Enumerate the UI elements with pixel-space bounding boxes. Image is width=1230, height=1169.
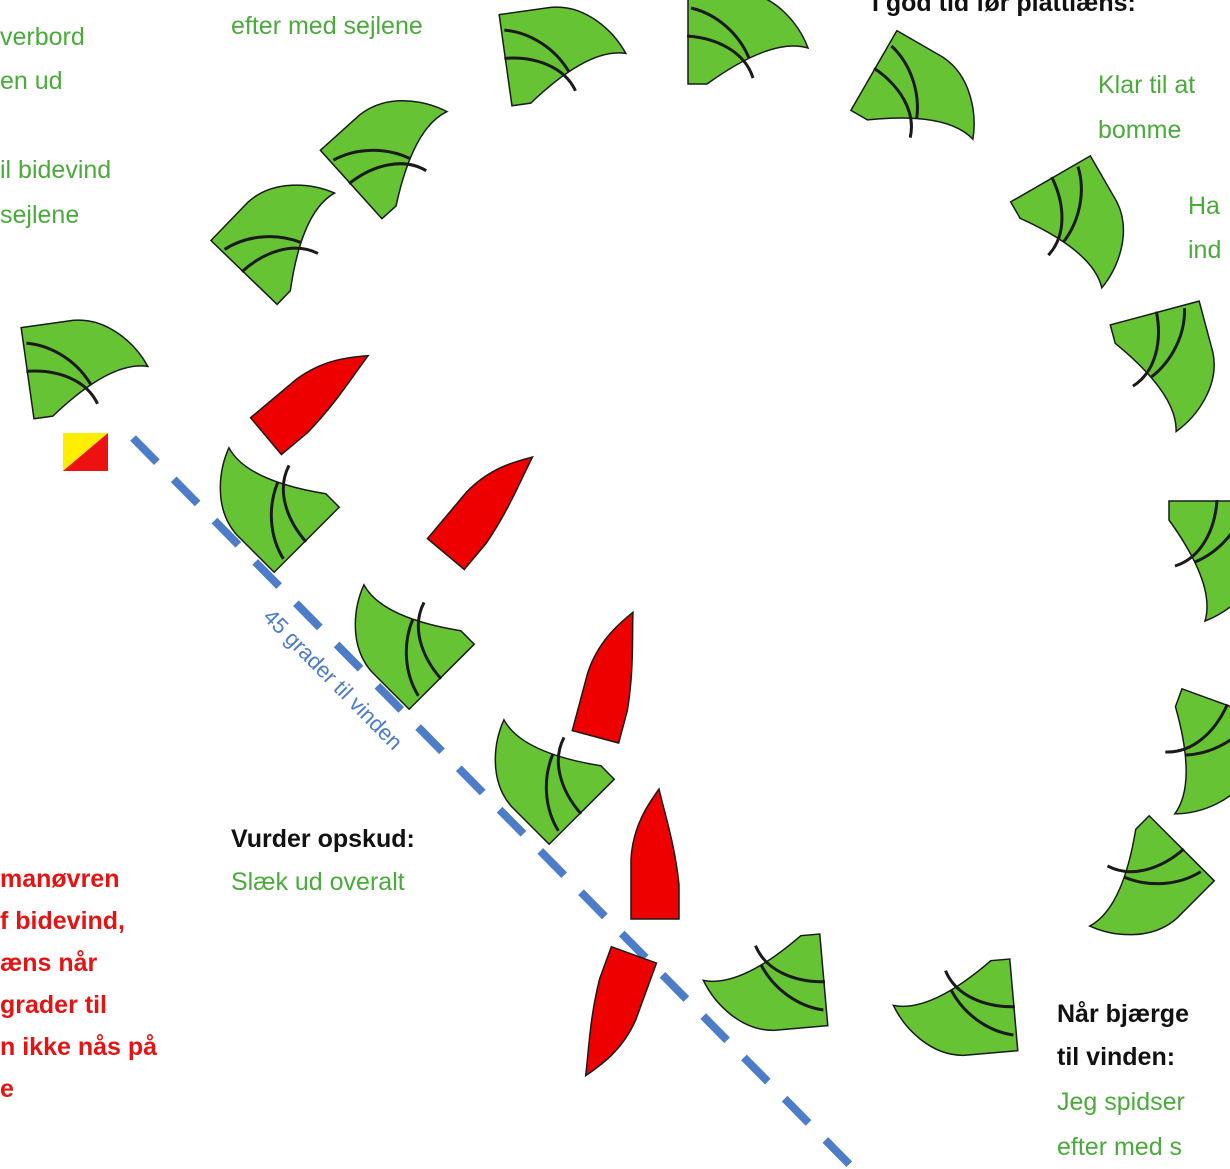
label-right-1a: Klar til at [1098,71,1196,99]
boat-icon [686,0,809,85]
label-right-1b: bomme [1098,116,1182,144]
label-right-2a: Ha [1188,192,1220,220]
boat-icon [20,310,154,420]
label-left-red-2: f bidevind, [0,907,125,935]
boat-icon [210,153,362,306]
boat-icon [426,438,549,571]
wind-line [130,435,857,1169]
label-bottom-right-bold-1: Når bjærge [1057,1000,1189,1028]
boat-icon [188,421,340,573]
boat-icon [1140,688,1230,834]
boat-icon [1063,815,1215,967]
boat-icon [249,333,382,456]
label-top-left-2: en ud [0,67,63,95]
label-bottom-right-bold-2: til vinden: [1057,1043,1176,1071]
label-left-1: il bidevind [0,156,112,184]
label-top-left-1: verbord [0,23,85,51]
boat-icon [498,0,632,107]
red-boats [249,333,680,1086]
label-center-green: Slæk ud overalt [231,868,405,896]
boat-icon [323,558,475,710]
label-left-red-3: æns når [0,949,98,977]
oscar-flag-icon [63,433,108,471]
label-top-right: I god tid før plattlæns: [872,0,1136,17]
boat-icon [566,945,658,1086]
boat-icon [850,29,1002,172]
boat-icon [1109,300,1230,442]
boat-icon [889,958,1019,1062]
label-center-bold: Vurder opskud: [231,825,415,853]
boat-icon [630,788,680,920]
label-left-red-4: grader til [0,991,107,1019]
boat-icon [1168,499,1230,622]
label-right-2b: ind [1188,236,1222,264]
boat-icon [699,933,829,1037]
boat-icon [1009,155,1152,307]
green-boats [20,0,1230,1062]
label-left-2: sejlene [0,201,80,229]
label-bottom-right-green-2: efter med s [1057,1133,1183,1161]
label-left-red-1: manøvren [0,865,120,893]
boat-icon [463,693,615,845]
label-bottom-right-green-1: Jeg spidser [1057,1088,1185,1116]
label-left-red-5: n ikke nås på [0,1033,158,1061]
boat-icon [319,69,472,220]
boat-icon [571,604,654,744]
label-top-center: efter med sejlene [231,12,423,40]
label-left-red-6: e [0,1075,14,1103]
